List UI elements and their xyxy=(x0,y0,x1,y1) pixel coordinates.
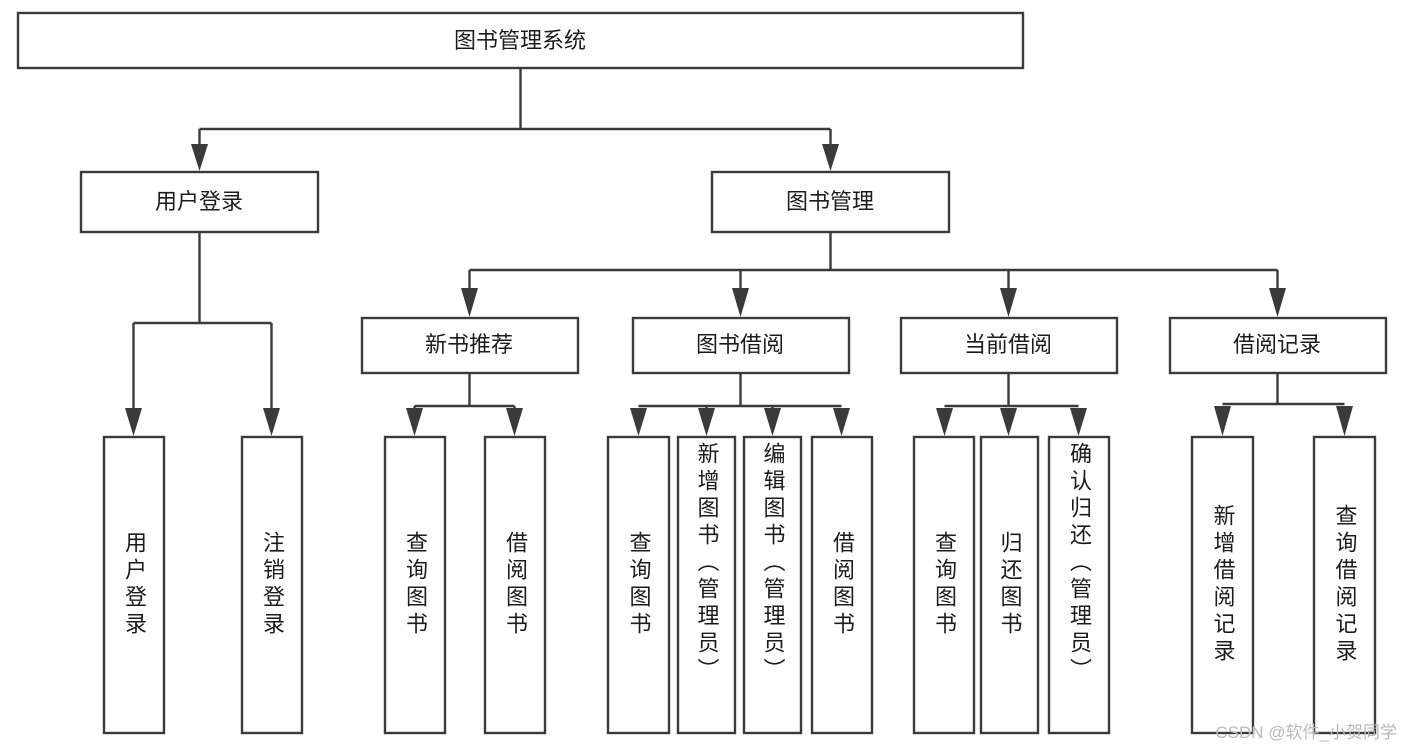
leaf-label-bb-query: 查询图书 xyxy=(626,531,652,639)
arrow-head-book-borrow xyxy=(732,288,749,317)
connector-layer xyxy=(125,68,1353,436)
leaf-label-wrap-user-login: 用户登录 xyxy=(104,437,164,733)
leaf-box-nb-borrow[interactable] xyxy=(483,435,547,735)
leaf-label-bb-add: 新增图书（管理员） xyxy=(694,442,720,685)
arrow-head-br-leaf-2 xyxy=(1336,406,1353,436)
leaf-label-wrap-logout: 注销登录 xyxy=(242,437,302,733)
arrow-head-nb-leaf-1 xyxy=(406,408,423,436)
leaf-label-wrap-br-add: 新增借阅记录 xyxy=(1192,437,1253,733)
leaf-label-cb-return: 归还图书 xyxy=(997,531,1023,639)
node-borrow-record-box[interactable] xyxy=(1168,316,1388,375)
leaf-label-bb-borrow: 借阅图书 xyxy=(830,531,855,639)
leaf-label-wrap-cb-query: 查询图书 xyxy=(914,437,974,733)
arrow-head-new-book xyxy=(461,288,478,317)
leaf-label-cb-query: 查询图书 xyxy=(932,531,957,639)
arrow-head-cb-leaf-1 xyxy=(936,408,953,436)
arrow-head-bb-leaf-1 xyxy=(630,408,647,436)
leaf-label-nb-borrow: 借阅图书 xyxy=(503,531,528,639)
arrow-head-book-mgmt xyxy=(822,144,839,171)
leaf-label-nb-query: 查询图书 xyxy=(403,531,428,639)
leaf-box-cb-return[interactable] xyxy=(979,435,1040,735)
leaf-box-logout[interactable] xyxy=(240,435,304,735)
node-label-new-book: 新书推荐 xyxy=(425,332,513,357)
horizontal-label-layer: 图书管理系统 用户登录 图书管理 新书推荐 图书借阅 当前借阅 借阅记录 xyxy=(155,28,1321,357)
leaf-box-bb-edit[interactable] xyxy=(742,435,803,735)
arrow-head-leaf-logout xyxy=(263,408,280,436)
leaf-box-cb-query[interactable] xyxy=(912,435,976,735)
arrow-head-current-borrow xyxy=(1000,288,1017,317)
leaf-label-wrap-bb-add: 新增图书（管理员） xyxy=(678,442,735,733)
leaf-label-wrap-bb-edit: 编辑图书（管理员） xyxy=(744,442,801,733)
node-root-box[interactable] xyxy=(16,11,1025,70)
leaf-label-wrap-nb-borrow: 借阅图书 xyxy=(485,437,545,733)
node-current-borrow-box[interactable] xyxy=(899,316,1119,375)
arrow-head-bb-leaf-3 xyxy=(764,408,781,436)
arrow-head-bb-leaf-4 xyxy=(833,408,850,436)
leaf-label-wrap-br-query: 查询借阅记录 xyxy=(1314,437,1375,733)
leaf-box-bb-add[interactable] xyxy=(676,435,737,735)
leaf-label-wrap-bb-borrow: 借阅图书 xyxy=(812,437,872,733)
node-label-borrow-record: 借阅记录 xyxy=(1233,332,1321,357)
node-book-mgmt-box[interactable] xyxy=(710,170,951,234)
node-label-current-borrow: 当前借阅 xyxy=(964,332,1052,357)
node-label-book-mgmt: 图书管理 xyxy=(786,189,874,214)
arrow-head-cb-leaf-3 xyxy=(1070,408,1087,436)
node-new-book-box[interactable] xyxy=(360,316,580,375)
node-label-user-login: 用户登录 xyxy=(155,189,243,214)
node-layer xyxy=(16,11,1388,735)
leaf-box-br-add[interactable] xyxy=(1190,435,1255,735)
leaf-label-wrap-cb-return: 归还图书 xyxy=(981,437,1038,733)
leaf-box-nb-query[interactable] xyxy=(383,435,447,735)
node-label-book-borrow: 图书借阅 xyxy=(696,332,784,357)
arrow-head-bb-leaf-2 xyxy=(698,408,715,436)
leaf-label-user-login: 用户登录 xyxy=(122,531,147,639)
leaf-box-br-query[interactable] xyxy=(1312,435,1377,735)
leaf-label-br-add: 新增借阅记录 xyxy=(1210,504,1236,666)
leaf-label-br-query: 查询借阅记录 xyxy=(1332,504,1358,666)
leaf-label-wrap-bb-query: 查询图书 xyxy=(608,437,669,733)
csdn-watermark: CSDN @软件_小贺同学 xyxy=(1215,723,1397,742)
node-label-root: 图书管理系统 xyxy=(454,28,586,53)
arrow-head-leaf-user-login xyxy=(125,408,142,436)
leaf-box-bb-borrow[interactable] xyxy=(810,435,874,735)
leaf-label-cb-confirm: 确认归还（管理员） xyxy=(1067,442,1092,685)
leaf-label-wrap-nb-query: 查询图书 xyxy=(385,437,445,733)
leaf-label-wrap-cb-confirm: 确认归还（管理员） xyxy=(1049,442,1109,733)
leaf-label-bb-edit: 编辑图书（管理员） xyxy=(760,442,786,685)
leaf-box-cb-confirm[interactable] xyxy=(1047,435,1111,735)
node-user-login-box[interactable] xyxy=(79,170,320,234)
node-book-borrow-box[interactable] xyxy=(631,316,851,375)
arrow-head-nb-leaf-2 xyxy=(506,408,523,436)
arrow-head-br-leaf-1 xyxy=(1214,406,1231,436)
arrow-head-user-login xyxy=(191,144,208,171)
leaf-box-bb-query[interactable] xyxy=(606,435,671,735)
leaf-box-user-login[interactable] xyxy=(102,435,166,735)
leaf-label-logout: 注销登录 xyxy=(260,531,285,639)
arrow-head-borrow-record xyxy=(1269,288,1286,317)
arrow-head-cb-leaf-2 xyxy=(1000,408,1017,436)
